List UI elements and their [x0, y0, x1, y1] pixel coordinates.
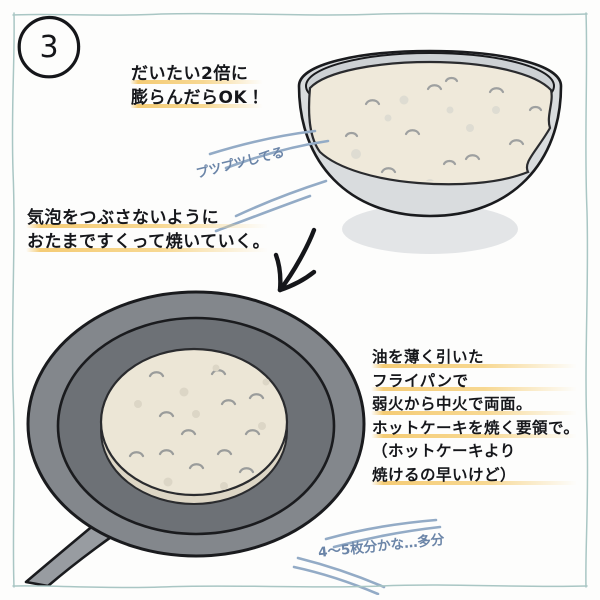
caption-line: 弱火から中火で両面。	[371, 393, 579, 417]
caption-line: （ホットケーキより	[372, 440, 579, 464]
caption-line: 気泡をつぶさないように	[26, 206, 270, 230]
caption-line-text: 膨らんだらOK！	[131, 88, 265, 109]
mixing-bowl-illustration	[297, 49, 563, 254]
caption-line: だいたい2倍に	[130, 62, 265, 86]
bowl-base-shadow	[342, 204, 518, 254]
caption-line-text: 気泡をつぶさないように	[27, 208, 220, 228]
yield-motion-lines	[292, 518, 442, 595]
caption-line-text: ホットケーキを焼く要領で。	[372, 418, 580, 437]
caption-risen-batter: だいたい2倍に 膨らんだらOK！	[130, 62, 265, 110]
caption-line: 焼けるの早いけど）	[371, 464, 579, 488]
caption-ladle-instruction: 気泡をつぶさないように おたまですくって焼いていく。	[26, 206, 271, 254]
caption-line-text: 油を薄く引いた	[372, 348, 485, 366]
caption-line-text: （ホットケーキより	[372, 442, 516, 461]
pancake-top	[99, 347, 289, 497]
caption-line-text: 焼けるの早いけど）	[372, 465, 517, 484]
caption-line: ホットケーキを焼く要領で。	[371, 417, 580, 441]
down-left-arrow-icon	[273, 227, 317, 293]
caption-line: 膨らんだらOK！	[130, 86, 265, 110]
pancake-bubbles	[128, 364, 270, 490]
caption-line-text: おたまですくって焼いていく。	[27, 232, 271, 253]
caption-line-text: フライパンで	[372, 371, 469, 390]
caption-line-text: 弱火から中火で両面。	[372, 395, 533, 414]
caption-line: フライパンで	[371, 370, 579, 394]
frying-pan-illustration	[24, 290, 366, 586]
caption-pan-instruction: 油を薄く引いた フライパンで 弱火から中火で両面。 ホットケーキを焼く要領で。 …	[371, 346, 580, 488]
step-number-badge: 3	[16, 14, 82, 80]
step-number-value: 3	[39, 29, 59, 65]
step-badge-circle-icon	[17, 15, 81, 79]
caption-line: 油を薄く引いた	[371, 346, 579, 370]
caption-line-text: だいたい2倍に	[131, 64, 249, 84]
bowl-batter	[307, 60, 553, 186]
caption-line: おたまですくって焼いていく。	[26, 230, 271, 254]
